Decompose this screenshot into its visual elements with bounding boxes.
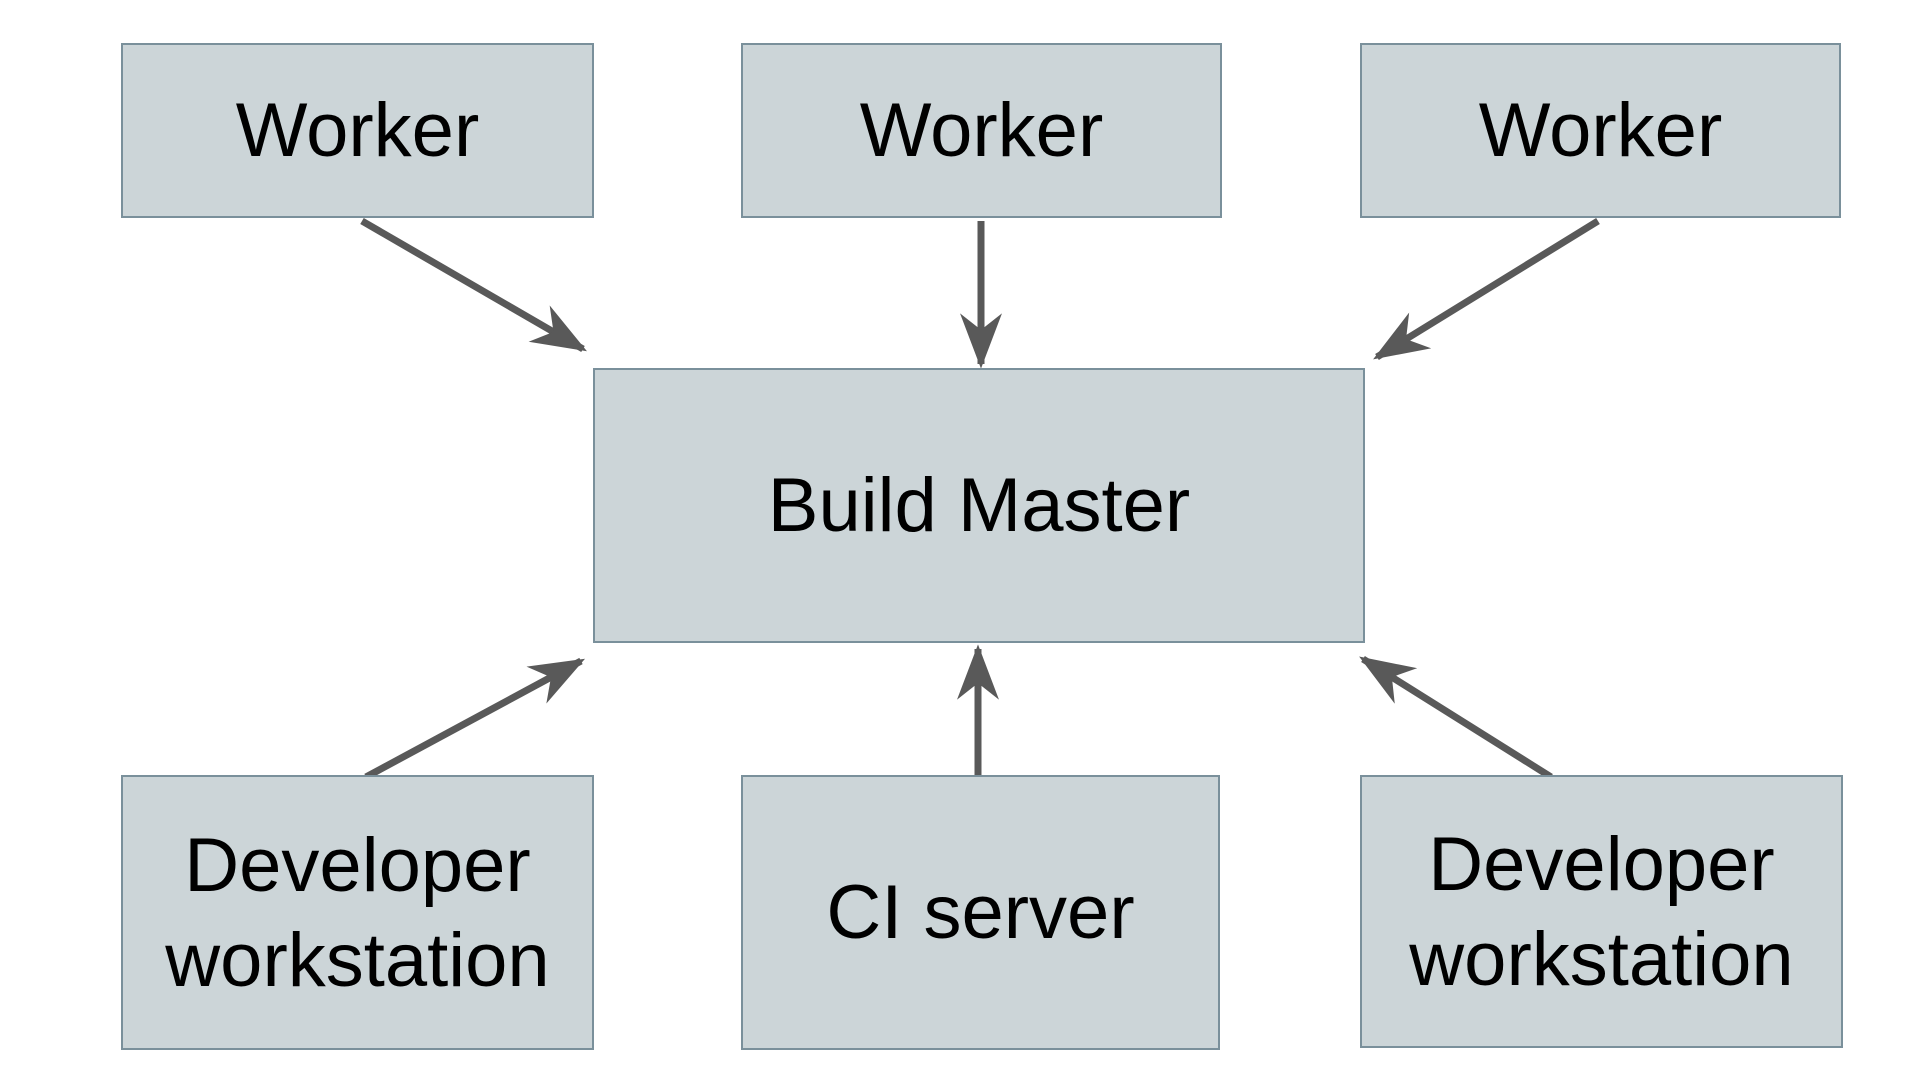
node-developer-workstation-2: Developer workstation — [1360, 775, 1843, 1048]
node-label: Worker — [859, 88, 1104, 173]
arrow-worker-3-to-build-master — [1373, 218, 1600, 360]
node-developer-workstation-1: Developer workstation — [121, 775, 594, 1050]
node-label: Developer workstation — [165, 822, 550, 1003]
node-worker-1: Worker — [121, 43, 594, 218]
node-worker-2: Worker — [741, 43, 1222, 218]
node-label: CI server — [826, 870, 1135, 955]
node-label: Build Master — [767, 463, 1191, 548]
node-build-master: Build Master — [593, 368, 1365, 643]
arrow-worker-1-to-build-master — [360, 217, 587, 353]
node-label: Worker — [235, 88, 480, 173]
arrow-developer-workstation-1-to-build-master — [364, 657, 586, 781]
arrow-developer-workstation-2-to-build-master — [1359, 656, 1553, 780]
node-worker-3: Worker — [1360, 43, 1841, 218]
node-ci-server: CI server — [741, 775, 1220, 1050]
node-label: Worker — [1478, 88, 1723, 173]
node-label: Developer workstation — [1409, 821, 1794, 1002]
